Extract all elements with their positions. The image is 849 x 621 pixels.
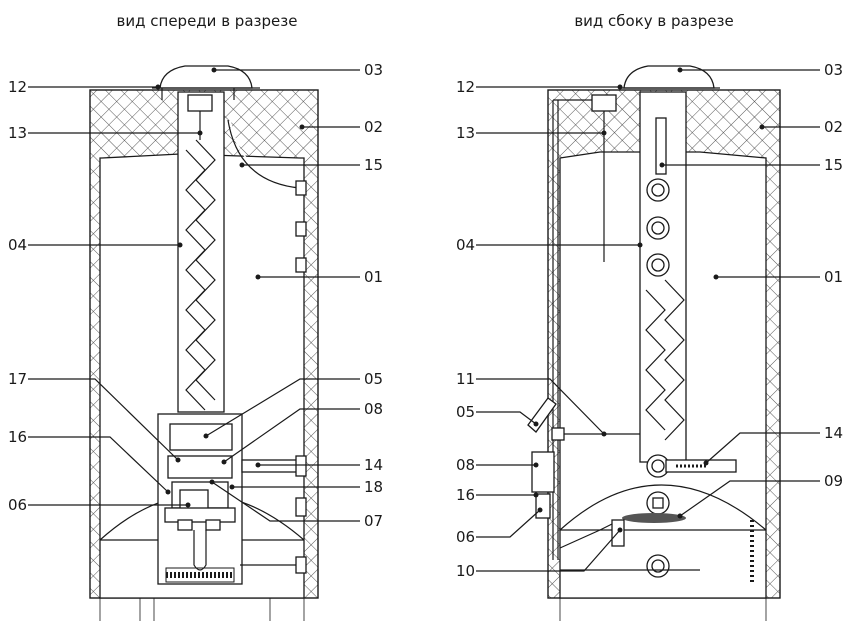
- front-flue-tube: [177, 91, 225, 413]
- label-front-12: 12: [8, 78, 27, 96]
- front-display: [169, 423, 233, 451]
- label-front-16: 16: [8, 428, 27, 446]
- label-front-07: 07: [364, 512, 383, 530]
- front-callouts-left: [28, 84, 203, 508]
- label-front-18: 18: [364, 478, 383, 496]
- label-side-11: 11: [456, 370, 475, 388]
- front-view-title: вид спереди в разрезе: [117, 12, 298, 30]
- label-side-10: 10: [456, 562, 475, 580]
- side-tank-bottom: [559, 484, 767, 531]
- front-view: 12 13 04 17 16 06 03 02 15 01 05 08 14 1…: [8, 61, 383, 621]
- label-front-02: 02: [364, 118, 383, 136]
- side-anode-fitting: [591, 94, 617, 112]
- label-front-01: 01: [364, 268, 383, 286]
- side-flue-baffle: [664, 279, 685, 441]
- label-front-04: 04: [8, 236, 27, 254]
- label-front-06: 06: [8, 496, 27, 514]
- side-callouts-left: [476, 84, 643, 572]
- label-front-05: 05: [364, 370, 383, 388]
- front-flue-baffle: [195, 139, 216, 401]
- label-side-04: 04: [456, 236, 475, 254]
- label-front-17: 17: [8, 370, 27, 388]
- label-front-08: 08: [364, 400, 383, 418]
- side-burner: [622, 513, 686, 523]
- front-anode-fitting: [187, 94, 213, 112]
- label-side-01: 01: [824, 268, 843, 286]
- label-side-05: 05: [456, 403, 475, 421]
- label-side-15: 15: [824, 156, 843, 174]
- side-dip-tube: [655, 117, 667, 175]
- label-side-02: 02: [824, 118, 843, 136]
- front-top-hood: [159, 65, 253, 89]
- label-side-03: 03: [824, 61, 843, 79]
- front-callouts-right: [203, 67, 360, 522]
- label-front-15: 15: [364, 156, 383, 174]
- label-side-09: 09: [824, 472, 843, 490]
- side-top-hood: [623, 65, 715, 89]
- label-side-13: 13: [456, 124, 475, 142]
- side-view-title: вид сбоку в разрезе: [574, 12, 733, 30]
- label-side-16: 16: [456, 486, 475, 504]
- label-side-14: 14: [824, 424, 843, 442]
- front-dip-tube: [227, 119, 301, 189]
- side-gas-valve: [531, 451, 555, 493]
- label-front-13: 13: [8, 124, 27, 142]
- label-side-08: 08: [456, 456, 475, 474]
- label-side-12: 12: [456, 78, 475, 96]
- label-side-06: 06: [456, 528, 475, 546]
- label-front-14: 14: [364, 456, 383, 474]
- side-view: 12 13 04 11 05 08 16 06 10 03 02 15 01 1…: [456, 61, 843, 621]
- label-front-03: 03: [364, 61, 383, 79]
- side-callouts-right: [659, 67, 820, 519]
